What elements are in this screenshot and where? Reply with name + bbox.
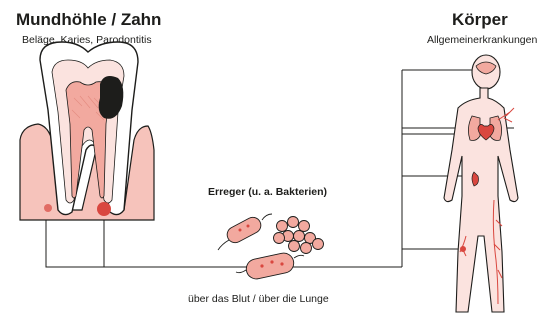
gum-inflammation <box>44 204 52 212</box>
cocci-cluster-icon <box>274 217 324 254</box>
pathogens <box>218 214 324 281</box>
body-silhouette <box>444 88 518 312</box>
leg-inflammation <box>460 246 466 252</box>
large-bacillus-icon <box>236 251 304 281</box>
human-body-illustration <box>444 55 518 312</box>
bacillus-icon <box>218 214 272 250</box>
root-inflammation <box>97 202 111 216</box>
tooth-illustration <box>20 42 154 220</box>
